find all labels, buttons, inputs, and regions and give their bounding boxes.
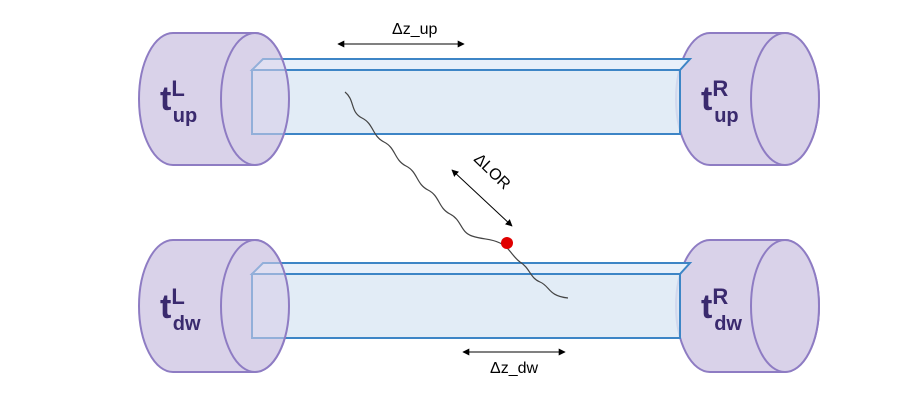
photon-path (344, 91, 569, 299)
detector-up-right (675, 32, 820, 166)
dz-up-label: Δz_up (392, 21, 437, 38)
dz-dw-label: Δz_dw (490, 360, 538, 377)
dlor-label: ΔLOR (470, 151, 513, 194)
crystal-up (249, 58, 693, 135)
annihilation-point (501, 237, 513, 249)
detector-dw-left-face (220, 239, 290, 373)
dlor-arrow (451, 169, 513, 227)
detector-up-left-face (220, 32, 290, 166)
detector-dw-right (675, 239, 820, 373)
crystal-dw (249, 262, 693, 339)
